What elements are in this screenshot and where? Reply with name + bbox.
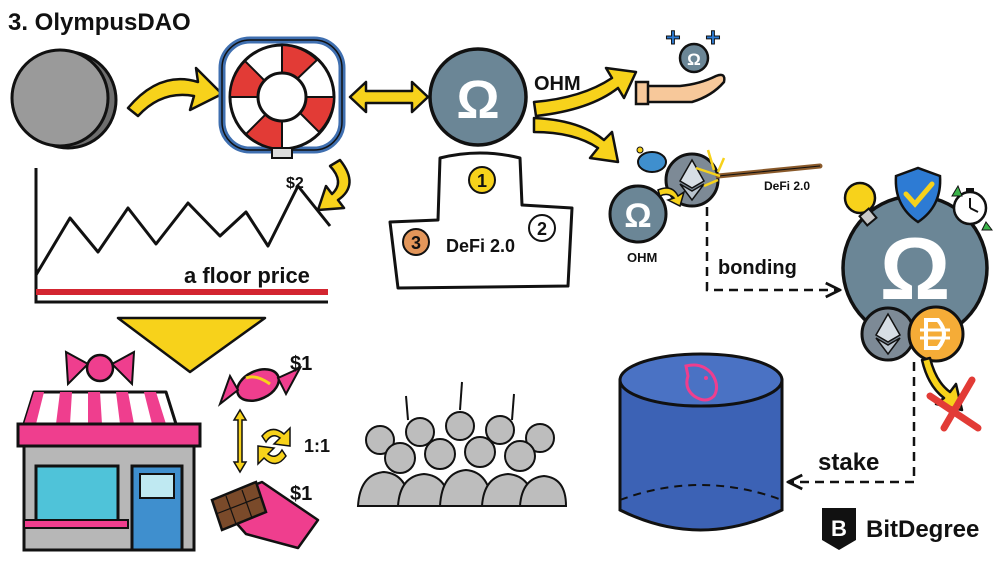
floor-price-label: a floor price — [184, 263, 310, 288]
wand-icon — [695, 149, 823, 188]
plus-icon-left: + — [665, 22, 680, 52]
candy-shop-icon — [16, 350, 202, 552]
podium-rank-2: 2 — [537, 219, 547, 239]
crowd-icon — [356, 381, 568, 507]
grey-coin-icon — [10, 48, 118, 150]
piggy-bank-icon — [636, 146, 667, 173]
bitdegree-logo-icon: B — [822, 508, 856, 550]
price-chart — [34, 168, 332, 304]
ohm-treasury-icon: Ω — [841, 194, 989, 342]
stake-path — [790, 362, 916, 482]
double-arrow — [348, 80, 430, 114]
stake-label: stake — [818, 449, 879, 476]
ohm-coin-small-icon: Ω — [608, 184, 668, 244]
candy-price-2: $1 — [290, 483, 312, 505]
swap-arrows-small — [657, 187, 686, 208]
ethereum-icon — [664, 152, 720, 208]
wand-label: DeFi 2.0 — [764, 179, 810, 193]
stopwatch-icon — [951, 184, 993, 231]
podium-rank-1: 1 — [477, 171, 487, 191]
small-ohm-omega: Ω — [687, 50, 701, 69]
bonding-label: bonding — [718, 257, 797, 279]
hand-icon — [634, 73, 726, 106]
podium-icon — [388, 151, 574, 290]
bitdegree-logo-letter: B — [831, 516, 847, 541]
exchange-ratio: 1:1 — [304, 436, 330, 456]
shield-check-icon — [894, 166, 942, 224]
ohm-icon: Ω — [428, 47, 528, 147]
red-x-icon — [926, 376, 982, 432]
treasury-omega: Ω — [880, 219, 951, 318]
podium-label: DeFi 2.0 — [446, 236, 515, 256]
ohm-coin-label: OHM — [627, 250, 657, 265]
small-ohm-coin-icon: Ω — [678, 42, 710, 74]
ohm-token-label: OHM — [534, 73, 581, 95]
arrow-down-chevron — [116, 316, 267, 374]
uniswap-icon — [684, 363, 719, 402]
dai-icon — [907, 305, 965, 363]
chocolate-bar-icon — [210, 480, 320, 550]
bonding-path — [705, 207, 838, 290]
ohm-omega-symbol: Ω — [456, 70, 499, 130]
candy-icon — [217, 365, 303, 407]
candy-price-1: $1 — [290, 353, 312, 375]
arrow-to-hand — [532, 66, 638, 118]
page-title: 3. OlympusDAO — [8, 9, 191, 36]
swap-icon — [232, 408, 291, 474]
plus-icon-right: + — [705, 22, 720, 52]
brand-name: BitDegree — [866, 516, 979, 543]
lightbulb-icon — [843, 181, 878, 227]
arrow-to-lifebuoy — [126, 66, 224, 118]
arrow-down-to-chart — [316, 158, 351, 212]
price-peak-label: $2 — [286, 175, 304, 192]
ohm-coin-omega: Ω — [624, 197, 651, 235]
arrow-to-piggy — [532, 116, 620, 164]
treasury-ethereum-icon — [860, 306, 916, 362]
podium-rank-3: 3 — [411, 233, 421, 253]
lifebuoy-icon — [218, 36, 346, 159]
uniswap-silo-icon — [618, 352, 784, 532]
